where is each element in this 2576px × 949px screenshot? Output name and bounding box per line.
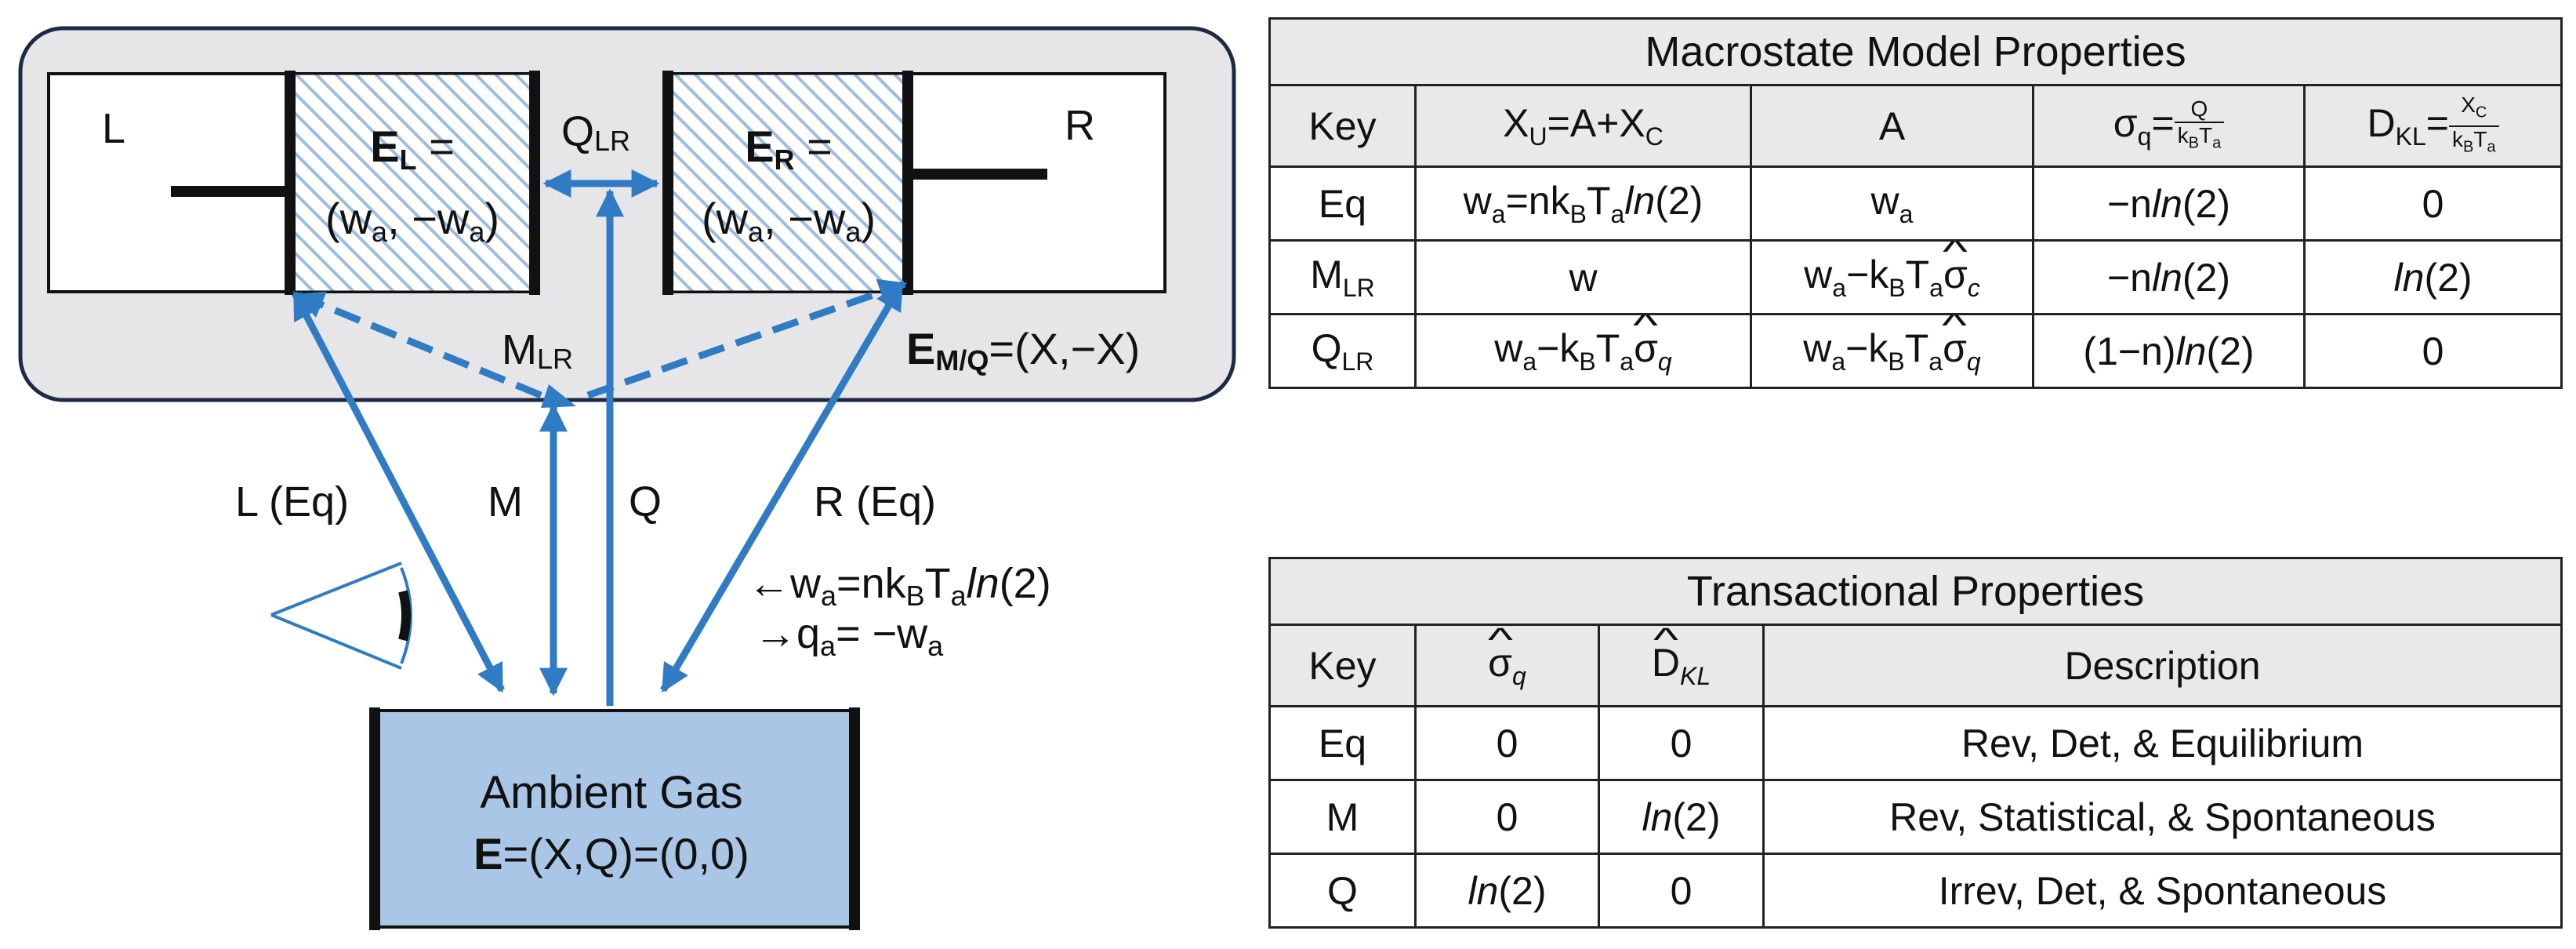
ambient-gas-box [373, 709, 856, 929]
macro-cell-key: QLR [1268, 313, 1417, 389]
macro-cell-xu: wa−kBTaσq [1414, 313, 1752, 389]
macro-cell-key: Eq [1268, 165, 1417, 242]
macro-header-xu: XU=A+XC [1414, 84, 1752, 168]
heat-note: →qa= −wa [754, 610, 944, 662]
m-label: M [488, 478, 523, 525]
macro-header-a: A [1750, 84, 2034, 168]
trans-cell-description: Rev, Statistical, & Spontaneous [1761, 779, 2563, 855]
eye-icon [270, 562, 412, 670]
trans-cell-dkl: ln(2) [1598, 779, 1765, 855]
macro-cell-dkl: 0 [2302, 313, 2563, 389]
trans-cell-description: Rev, Det, & Equilibrium [1761, 705, 2563, 781]
mlr-converge-head [541, 384, 576, 408]
right-box-label: R [1065, 102, 1095, 149]
r-eq-arrow [660, 281, 905, 693]
work-note: ←wa=nkBTaln(2) [748, 560, 1051, 612]
qlr-label: QLR [561, 108, 630, 157]
macro-row-qlr: QLR wa−kBTaσq wa−kBTaσq (1−n)ln(2) 0 [1268, 313, 2563, 389]
macro-cell-a: wa [1750, 165, 2034, 242]
left-box-label: L [102, 105, 125, 152]
mlr-label: MLR [502, 326, 573, 375]
macrostate-table: Macrostate Model Properties Key XU=A+XC … [1268, 17, 2563, 389]
macro-cell-a: wa−kBTaσq [1750, 313, 2034, 389]
right-hatched-region [666, 72, 909, 293]
er-label-line1: ER = [745, 122, 833, 176]
trans-cell-key: M [1268, 779, 1417, 855]
q-label: Q [629, 478, 662, 525]
trans-cell-key: Q [1268, 853, 1417, 929]
trans-row-eq: Eq 0 0 Rev, Det, & Equilibrium [1268, 705, 2563, 781]
macro-cell-sigma: −nln(2) [2032, 239, 2306, 315]
trans-header-key: Key [1268, 624, 1417, 707]
l-eq-arrow [292, 290, 505, 693]
trans-cell-sigma: 0 [1414, 779, 1600, 855]
macro-row-mlr: MLR w wa−kBTaσc −nln(2) ln(2) [1268, 239, 2563, 315]
r-eq-label: R (Eq) [814, 478, 936, 525]
macro-cell-dkl: 0 [2302, 165, 2563, 242]
trans-cell-sigma: 0 [1414, 705, 1600, 781]
trans-cell-dkl: 0 [1598, 853, 1765, 929]
macrostate-table-title: Macrostate Model Properties [1268, 17, 2563, 86]
trans-row-m: M 0 ln(2) Rev, Statistical, & Spontaneou… [1268, 779, 2563, 855]
macro-cell-xu: wa=nkBTaln(2) [1414, 165, 1752, 242]
trans-header-sigma-hat: σq [1414, 624, 1600, 707]
trans-cell-dkl: 0 [1598, 705, 1765, 781]
ambient-gas-title: Ambient Gas [480, 767, 742, 818]
macro-cell-sigma: −nln(2) [2032, 165, 2306, 242]
el-label-line1: EL = [370, 122, 455, 176]
trans-row-q: Q ln(2) 0 Irrev, Det, & Spontaneous [1268, 853, 2563, 929]
emq-label: EM/Q=(X,−X) [906, 324, 1140, 376]
transactional-table-title: Transactional Properties [1268, 557, 2563, 626]
ambient-gas-equation: E=(X,Q)=(0,0) [473, 829, 749, 878]
macro-cell-sigma: (1−n)ln(2) [2032, 313, 2306, 389]
trans-header-dkl-hat: DKL [1598, 624, 1765, 707]
left-hatched-region [288, 72, 536, 293]
macro-cell-xu: w [1414, 239, 1752, 315]
macro-cell-a: wa−kBTaσc [1750, 239, 2034, 315]
macro-cell-key: MLR [1268, 239, 1417, 315]
transactional-table: Transactional Properties Key σq DKL Desc… [1268, 557, 2563, 929]
macro-header-key: Key [1268, 84, 1417, 168]
trans-cell-sigma: ln(2) [1414, 853, 1600, 929]
macro-row-eq: Eq wa=nkBTaln(2) wa −nln(2) 0 [1268, 165, 2563, 242]
l-eq-label: L (Eq) [235, 478, 349, 525]
thermo-diagram: L R EL = (wa, −wa) ER = (wa, −wa) QLR ML… [18, 26, 1236, 930]
trans-header-description: Description [1761, 624, 2563, 707]
trans-cell-key: Eq [1268, 705, 1417, 781]
trans-cell-description: Irrev, Det, & Spontaneous [1761, 853, 2563, 929]
macro-cell-dkl: ln(2) [2302, 239, 2563, 315]
